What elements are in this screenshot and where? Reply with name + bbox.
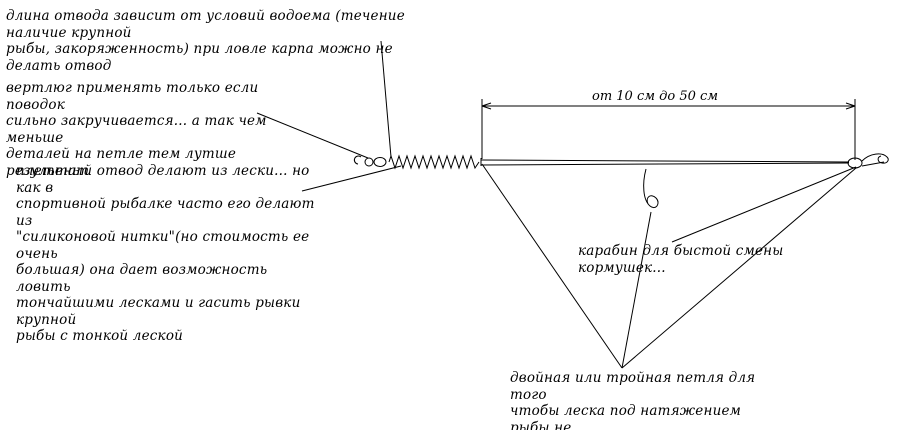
spring-coil: [389, 156, 479, 168]
dimension-line: [482, 99, 855, 160]
annotation-loop: двойная или тройная петля для того чтобы…: [510, 370, 756, 430]
annotation-swivel: вертлюг применять только если поводок си…: [6, 80, 267, 179]
dimension-label: от 10 см до 50 см: [592, 89, 719, 104]
main-line: [481, 158, 849, 166]
leader-lines-loop: [482, 164, 856, 368]
hanging-loop: [644, 169, 658, 208]
dimension-arrow-left: [482, 103, 491, 109]
leader-line-carabiner: [672, 167, 856, 242]
right-swivel-loop: [848, 158, 862, 168]
dimension-arrow-right: [846, 103, 855, 109]
left-swivel: [354, 156, 386, 166]
leader-line-length: [381, 41, 391, 157]
annotation-length: длина отвода зависит от условий водоема …: [6, 8, 405, 74]
snap-hook-icon: [862, 154, 888, 166]
leader-line-swivel: [257, 113, 368, 158]
annotation-braid: плетеный отвод делают из лески... но как…: [16, 163, 315, 344]
annotation-carabiner: карабин для быстой смены кормушек...: [578, 243, 784, 276]
leader-line-braid: [302, 166, 401, 191]
